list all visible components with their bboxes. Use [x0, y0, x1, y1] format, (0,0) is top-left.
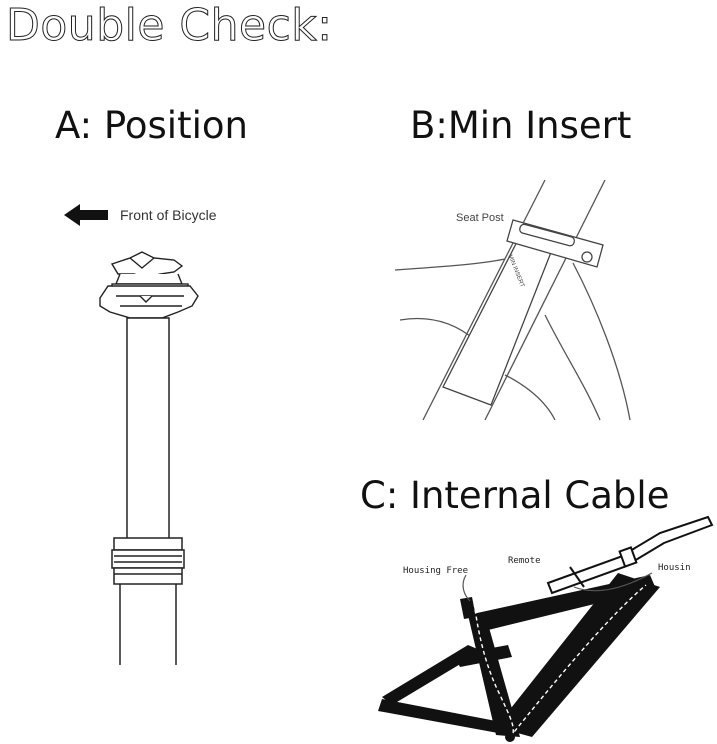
section-a-heading: A: Position	[55, 104, 248, 147]
housing-free-label: Housing Free	[403, 566, 469, 576]
arrow-left-icon	[64, 204, 108, 226]
min-insert-frame-illustration	[394, 179, 631, 421]
dropper-post-illustration	[99, 251, 199, 665]
front-of-bicycle-label: Front of Bicycle	[120, 207, 217, 223]
housing-label: Housin	[658, 563, 691, 573]
page-title: Double Check:	[6, 0, 333, 52]
seat-post-label: Seat Post	[456, 212, 504, 224]
bicycle-frame-cable-illustration	[378, 515, 714, 742]
remote-label: Remote	[508, 556, 541, 566]
section-b-heading: B:Min Insert	[410, 104, 632, 147]
section-c-heading: C: Internal Cable	[360, 474, 670, 517]
